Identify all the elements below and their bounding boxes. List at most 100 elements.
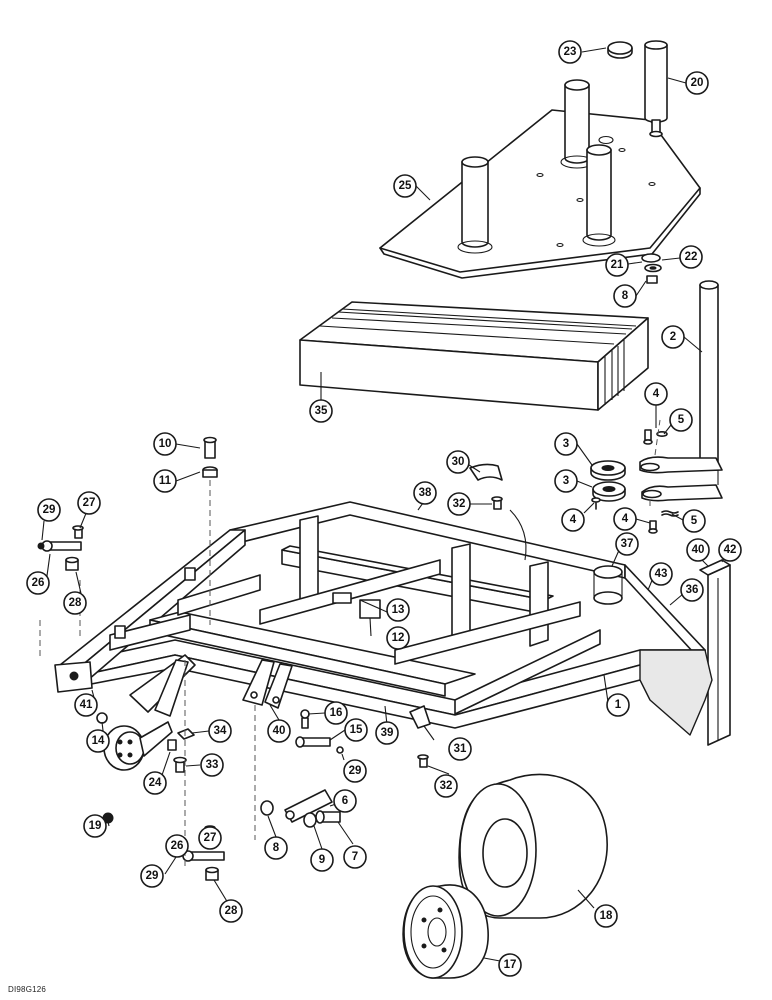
svg-text:32: 32 xyxy=(440,780,453,792)
callout-24: 24 xyxy=(143,771,167,795)
svg-text:25: 25 xyxy=(399,180,412,192)
callout-9: 9 xyxy=(310,848,334,872)
callout-34: 34 xyxy=(208,719,232,743)
svg-text:30: 30 xyxy=(452,456,465,468)
callout-38: 38 xyxy=(413,481,437,505)
svg-text:4: 4 xyxy=(622,513,629,525)
bolts-4-springs-5 xyxy=(591,429,679,534)
callout-8-bottom: 8 xyxy=(264,836,288,860)
plate-posts xyxy=(457,79,616,254)
svg-text:12: 12 xyxy=(392,632,405,644)
svg-text:4: 4 xyxy=(653,388,660,400)
svg-text:39: 39 xyxy=(381,727,394,739)
wheel-hub xyxy=(102,721,173,824)
callout-15: 15 xyxy=(344,718,368,742)
svg-text:36: 36 xyxy=(686,584,699,596)
callout-17: 17 xyxy=(498,953,522,977)
callout-13: 13 xyxy=(386,598,410,622)
svg-text:2: 2 xyxy=(670,331,676,343)
svg-text:27: 27 xyxy=(83,497,96,509)
svg-text:29: 29 xyxy=(349,765,362,777)
svg-text:37: 37 xyxy=(621,538,634,550)
svg-text:20: 20 xyxy=(691,77,704,89)
svg-text:10: 10 xyxy=(159,438,172,450)
svg-text:31: 31 xyxy=(454,743,467,755)
callout-27-b: 27 xyxy=(198,826,222,850)
callout-39: 39 xyxy=(375,721,399,745)
callout-1: 1 xyxy=(606,693,630,717)
right-upright xyxy=(699,559,731,746)
svg-text:42: 42 xyxy=(724,544,737,556)
svg-text:8: 8 xyxy=(622,290,629,302)
pin-15-16 xyxy=(295,709,344,754)
guide-lines-4 xyxy=(649,419,661,510)
clips-30-31 xyxy=(409,463,503,729)
callout-4-c: 4 xyxy=(613,507,637,531)
svg-text:21: 21 xyxy=(611,259,624,271)
svg-text:26: 26 xyxy=(32,577,45,589)
callout-28-a: 28 xyxy=(63,591,87,615)
callout-36: 36 xyxy=(680,578,704,602)
svg-text:43: 43 xyxy=(655,568,668,580)
svg-text:28: 28 xyxy=(225,905,238,917)
brackets-12-13 xyxy=(332,592,381,619)
svg-text:8: 8 xyxy=(273,842,280,854)
svg-text:38: 38 xyxy=(419,487,432,499)
callout-33: 33 xyxy=(200,753,224,777)
svg-text:40: 40 xyxy=(692,544,705,556)
callout-12: 12 xyxy=(386,626,410,650)
seat-cushion xyxy=(299,301,649,411)
svg-text:4: 4 xyxy=(570,514,577,526)
svg-text:3: 3 xyxy=(563,438,569,450)
callout-30: 30 xyxy=(446,450,470,474)
post-20 xyxy=(644,40,668,138)
callout-29-b: 29 xyxy=(343,759,367,783)
svg-text:18: 18 xyxy=(600,910,613,922)
drawing-code: DI98G126 xyxy=(8,985,47,994)
svg-text:27: 27 xyxy=(204,832,217,844)
svg-text:23: 23 xyxy=(564,46,577,58)
callout-5-a: 5 xyxy=(669,408,693,432)
rim-17 xyxy=(402,884,489,979)
callout-35: 35 xyxy=(309,399,333,423)
callout-42: 42 xyxy=(718,538,742,562)
svg-text:24: 24 xyxy=(149,777,162,789)
svg-text:40: 40 xyxy=(273,725,286,737)
svg-text:22: 22 xyxy=(685,251,698,263)
svg-text:3: 3 xyxy=(563,475,569,487)
callout-25: 25 xyxy=(393,174,417,198)
callout-40-right: 40 xyxy=(686,538,710,562)
callout-5-b: 5 xyxy=(682,509,706,533)
callout-43: 43 xyxy=(649,562,673,586)
callout-41: 41 xyxy=(74,693,98,717)
svg-text:6: 6 xyxy=(342,795,348,807)
svg-text:33: 33 xyxy=(206,759,219,771)
svg-text:9: 9 xyxy=(319,854,325,866)
svg-text:29: 29 xyxy=(146,870,159,882)
bolt-10-nut-11 xyxy=(202,436,218,478)
svg-text:35: 35 xyxy=(315,405,328,417)
callout-40-left: 40 xyxy=(267,719,291,743)
svg-text:16: 16 xyxy=(330,707,343,719)
callout-14: 14 xyxy=(86,729,110,753)
callout-23: 23 xyxy=(558,40,582,64)
washers-21-22-8 xyxy=(641,253,662,284)
seat-plate xyxy=(379,109,701,279)
link-6-hardware xyxy=(260,789,341,828)
svg-text:13: 13 xyxy=(392,604,405,616)
cap-23 xyxy=(607,41,633,59)
callout-11: 11 xyxy=(153,469,177,493)
callout-4-b: 4 xyxy=(561,508,585,532)
callout-4-a: 4 xyxy=(644,382,668,406)
bushings-3 xyxy=(590,460,626,502)
callout-29-c: 29 xyxy=(140,864,164,888)
callout-27-a: 27 xyxy=(77,491,101,515)
callout-26-b: 26 xyxy=(165,834,189,858)
svg-text:11: 11 xyxy=(159,475,172,487)
svg-text:1: 1 xyxy=(615,699,622,711)
svg-text:14: 14 xyxy=(92,735,105,747)
svg-text:29: 29 xyxy=(43,504,56,516)
callout-32-a: 32 xyxy=(447,492,471,516)
callout-31: 31 xyxy=(448,737,472,761)
svg-text:7: 7 xyxy=(352,851,358,863)
